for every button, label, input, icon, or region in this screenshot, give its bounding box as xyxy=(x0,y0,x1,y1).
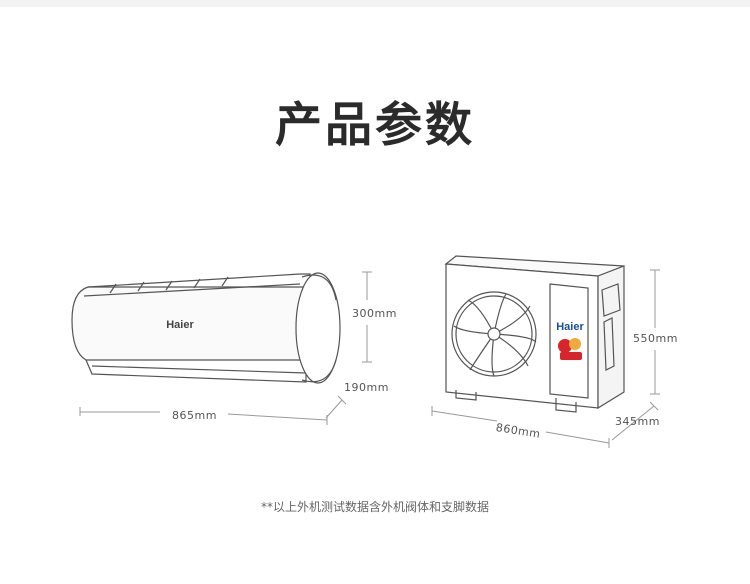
indoor-dimension-lines xyxy=(79,271,372,425)
page-title: 产品参数 xyxy=(275,98,475,153)
mascot-badge-icon xyxy=(558,338,582,360)
indoor-depth-label: 190mm xyxy=(344,381,389,394)
indoor-unit-illustration xyxy=(71,272,341,384)
outdoor-unit-illustration xyxy=(444,255,625,413)
indoor-height-label: 300mm xyxy=(352,307,397,320)
indoor-unit-brand-logo: Haier xyxy=(166,319,194,331)
indoor-width-label: 865mm xyxy=(172,409,217,422)
outdoor-dimension-lines xyxy=(431,269,660,448)
footnote: **以上外机测试数据含外机阀体和支脚数据 xyxy=(260,500,489,514)
outdoor-depth-label: 345mm xyxy=(615,415,660,428)
outdoor-height-label: 550mm xyxy=(633,332,678,345)
outdoor-unit-brand-logo: Haier xyxy=(556,321,584,333)
top-strip xyxy=(0,0,750,7)
